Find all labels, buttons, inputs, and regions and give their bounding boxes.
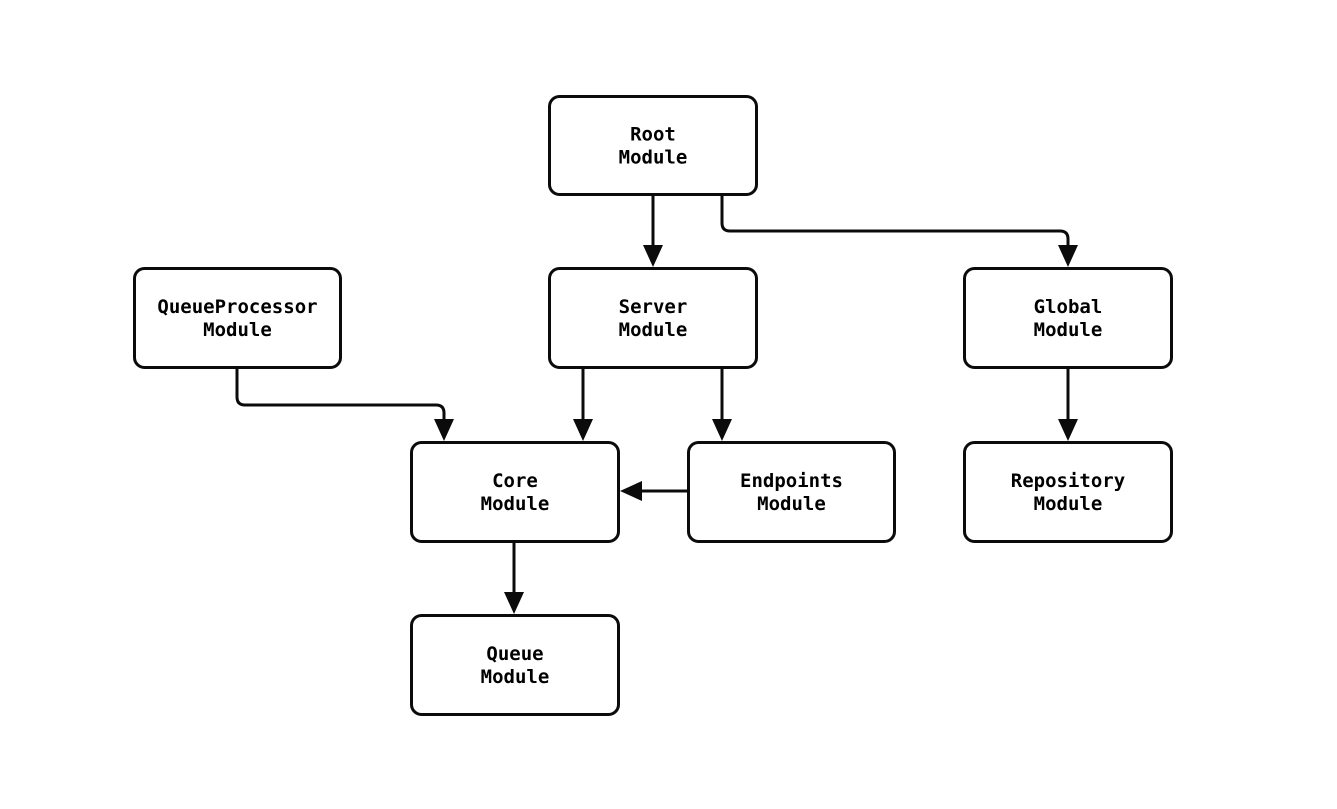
node-box[interactable] — [963, 267, 1173, 369]
edge-root-to-server — [643, 196, 663, 267]
node-label-line1: Root — [630, 123, 676, 145]
arrowhead-icon — [504, 592, 524, 614]
node-box[interactable] — [133, 267, 342, 369]
node-box[interactable] — [410, 614, 620, 716]
node-box[interactable] — [548, 95, 758, 196]
edge-line — [235, 369, 446, 426]
node-label-line2: Module — [619, 146, 688, 168]
edge-endpoints-to-core — [620, 481, 687, 501]
node-label-line2: Module — [619, 319, 688, 341]
node-box[interactable] — [963, 441, 1173, 543]
node-label-line1: Endpoints — [740, 470, 843, 492]
edge-line — [720, 196, 1070, 252]
node-box[interactable] — [410, 441, 620, 543]
arrowhead-icon — [620, 481, 642, 501]
node-label-line2: Module — [1034, 493, 1103, 515]
edge-server-to-core — [573, 369, 593, 441]
edges-layer — [235, 196, 1078, 614]
node-label-line1: Server — [619, 296, 688, 318]
edge-root-to-global — [720, 196, 1078, 267]
node-box[interactable] — [548, 267, 758, 369]
arrowhead-icon — [1058, 419, 1078, 441]
node-label-line1: Queue — [486, 643, 543, 665]
arrowhead-icon — [434, 419, 454, 441]
node-label-line2: Module — [203, 319, 272, 341]
node-label-line2: Module — [481, 666, 550, 688]
edge-queueprocessor-to-core — [235, 369, 454, 441]
node-box[interactable] — [687, 441, 896, 543]
edge-server-to-endpoints — [712, 369, 732, 441]
arrowhead-icon — [573, 419, 593, 441]
node-label-line1: QueueProcessor — [157, 296, 317, 318]
node-label-line1: Repository — [1011, 470, 1125, 492]
node-label-line2: Module — [757, 493, 826, 515]
arrowhead-icon — [1058, 245, 1078, 267]
node-label-line2: Module — [481, 493, 550, 515]
node-label-line2: Module — [1034, 319, 1103, 341]
edge-global-to-repository — [1058, 369, 1078, 441]
node-label-line1: Global — [1034, 296, 1103, 318]
arrowhead-icon — [712, 419, 732, 441]
arrowhead-icon — [643, 245, 663, 267]
node-label-line1: Core — [492, 470, 538, 492]
edge-core-to-queue — [504, 543, 524, 614]
